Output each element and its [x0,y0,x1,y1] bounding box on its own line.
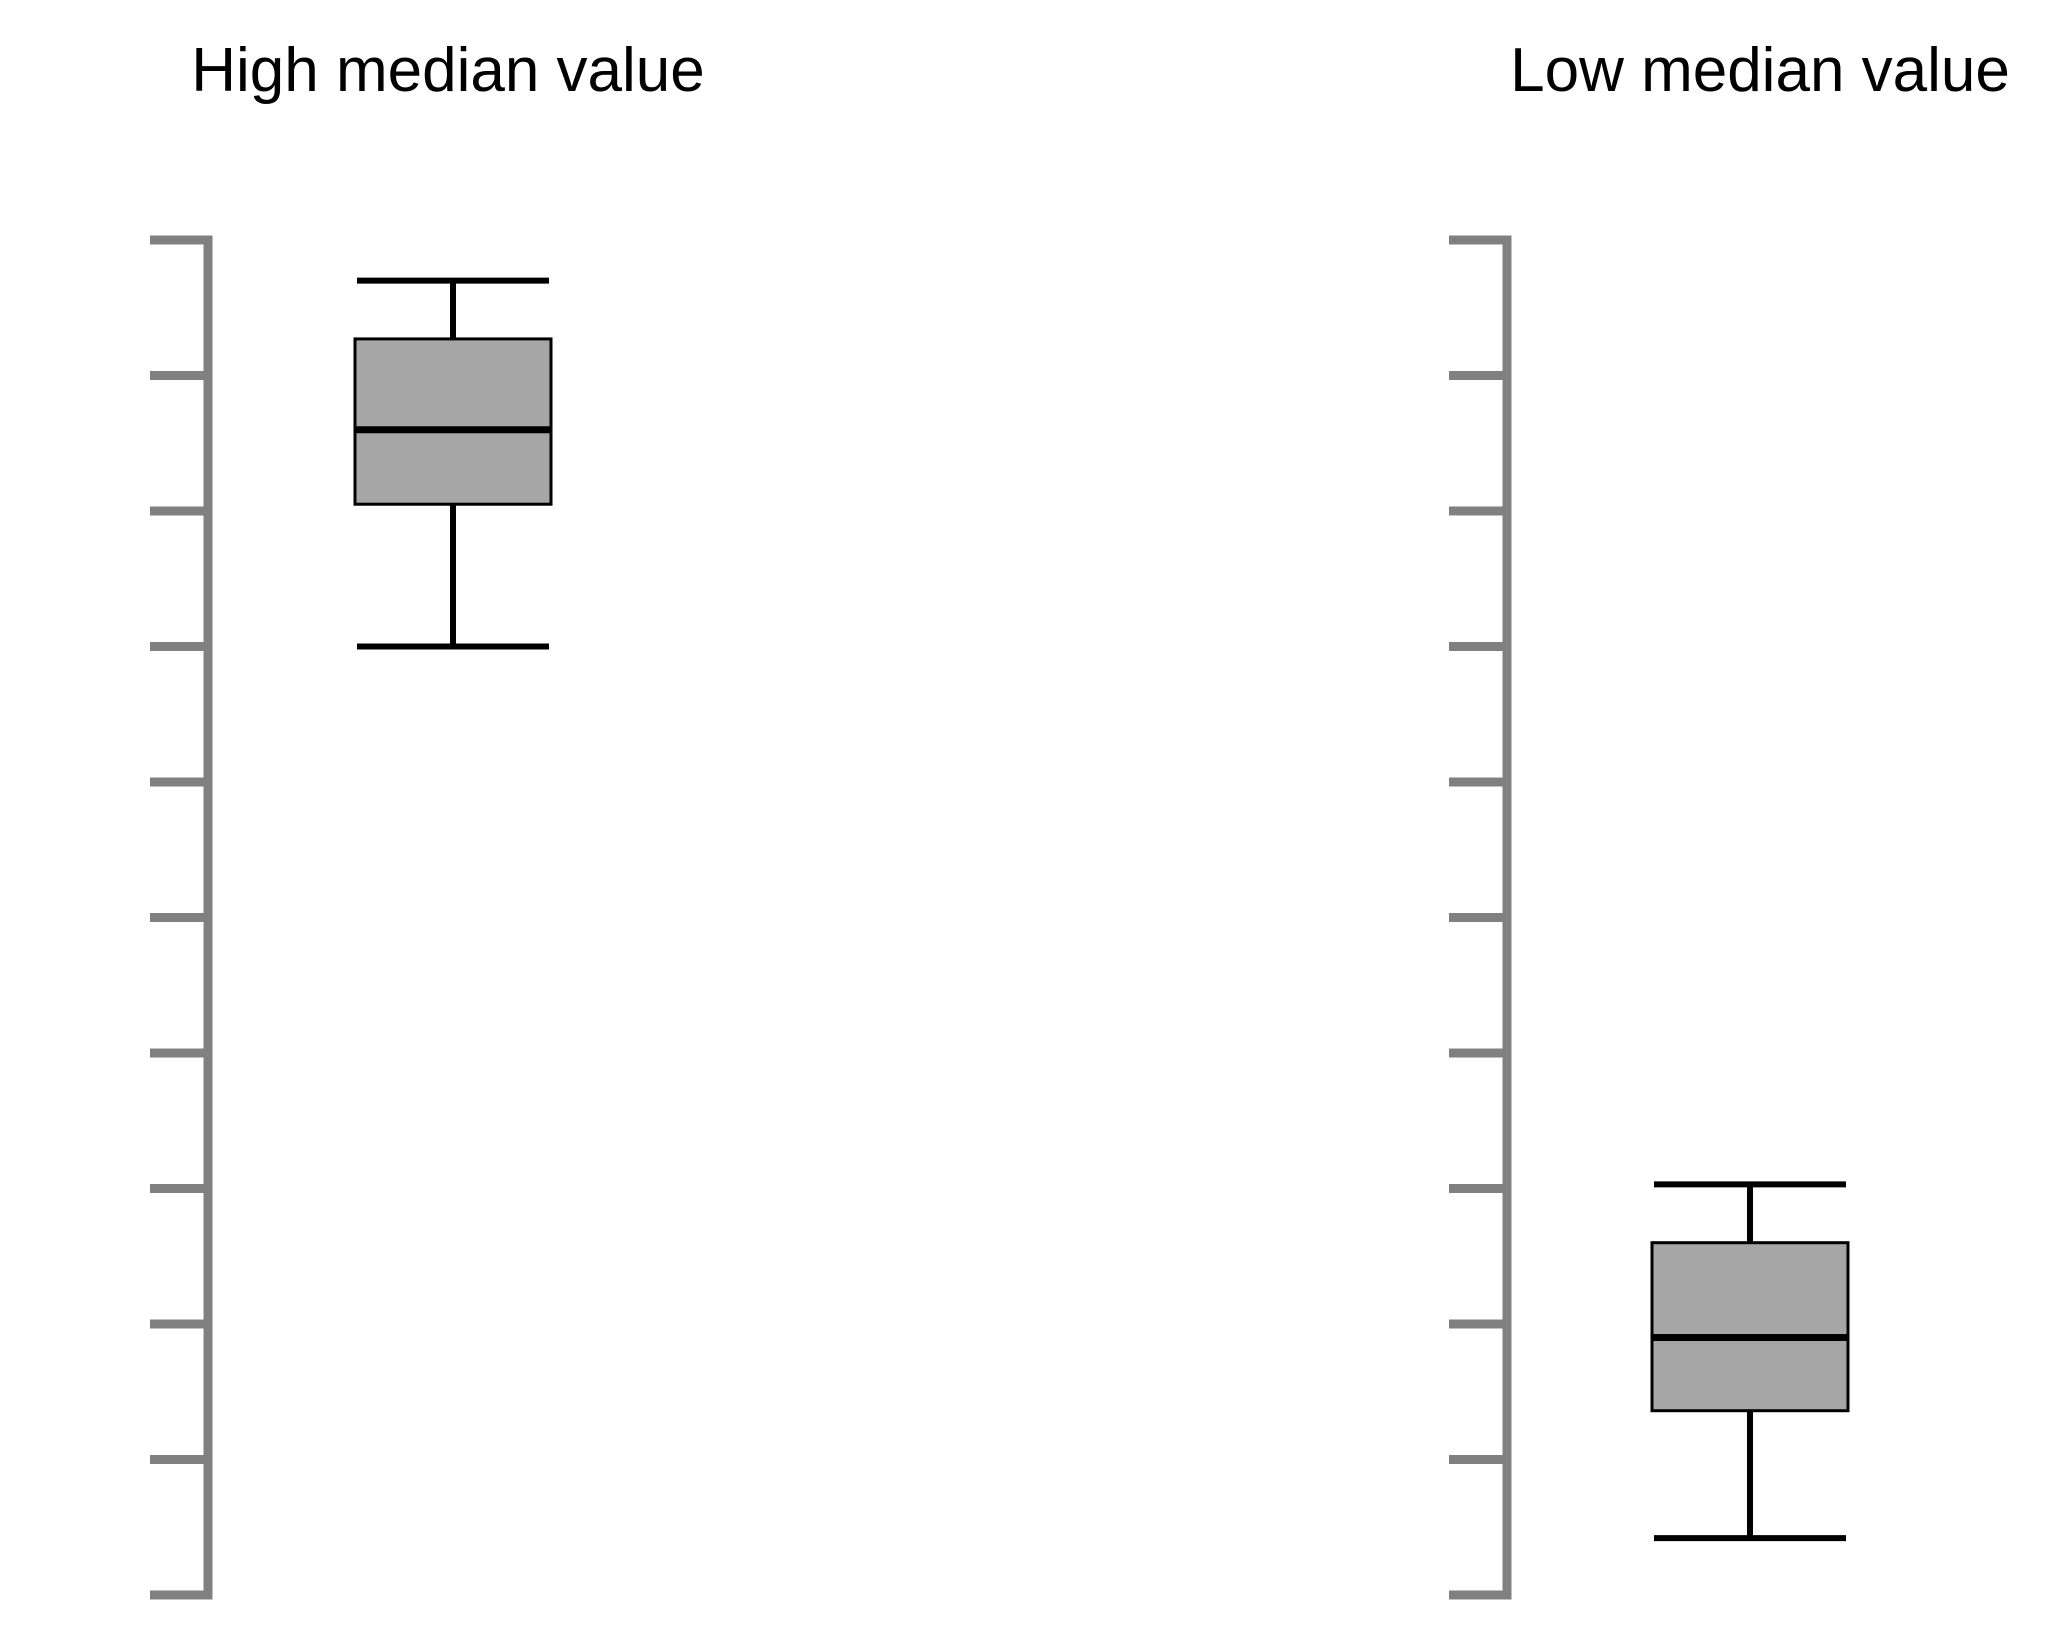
panel-title-high-median: High median value [191,36,705,105]
iqr-box [1650,1241,1850,1413]
panel-low-median: Low median value [1449,36,2010,1600]
iqr-box [353,337,553,506]
panel-title-low-median: Low median value [1510,36,2010,105]
panel-high-median: High median value [150,36,705,1600]
